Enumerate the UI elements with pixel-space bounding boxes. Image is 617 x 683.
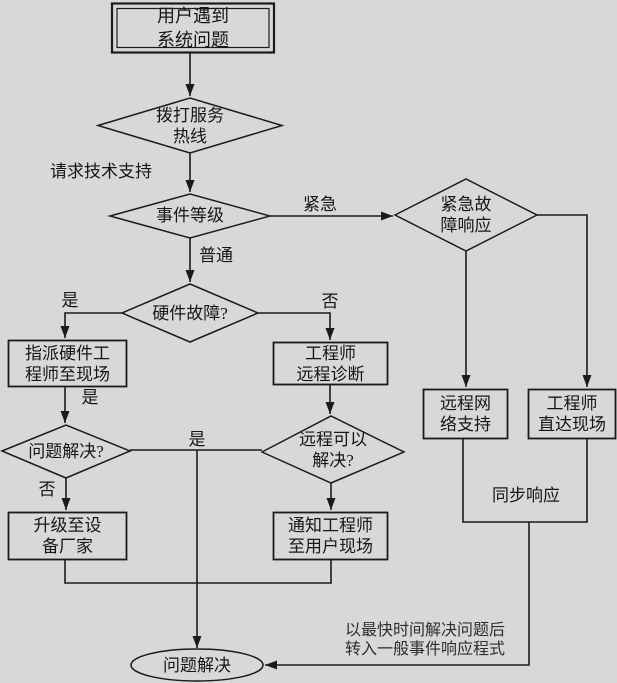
node-escalate-box: [7, 511, 128, 561]
edge-hwfault-no: [258, 312, 335, 340]
node-notify-box: [272, 511, 389, 561]
node-end-ellipse: [130, 648, 264, 682]
node-remoteok-diamond: [260, 415, 406, 484]
node-solvedq-diamond: [0, 424, 132, 479]
edge-bottom-join-left: [64, 559, 332, 584]
node-hotline-diamond: [95, 97, 285, 154]
node-level-diamond: [107, 193, 273, 239]
edge-emergency-to-directsite: [537, 214, 592, 387]
node-directsite-box: [527, 388, 617, 440]
node-start-inner: [116, 7, 270, 49]
node-hwfault-diamond: [120, 283, 260, 343]
edge-hwfault-yes: [60, 312, 122, 338]
node-assignhw-box: [7, 339, 128, 388]
node-remotediag-box: [272, 341, 389, 386]
node-emergency-diamond: [393, 178, 539, 252]
node-remotenet-box: [422, 388, 509, 440]
edge-sync-join: [462, 438, 588, 523]
edge-sync-to-end: [265, 522, 530, 670]
